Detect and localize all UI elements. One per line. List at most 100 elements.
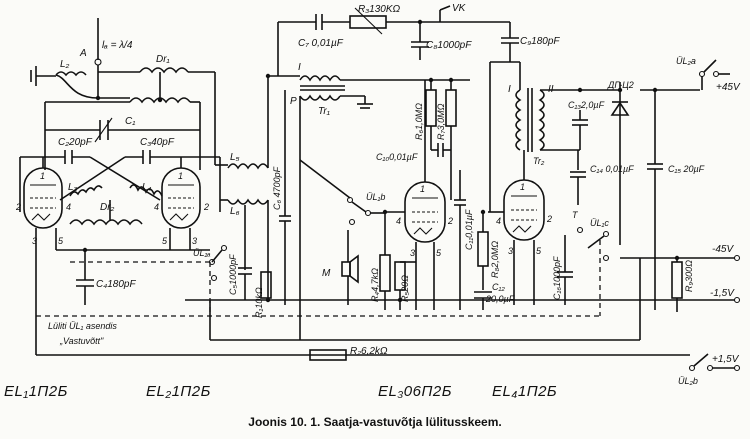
label-C11: C₁₁0,01µF [464,209,474,250]
coil-L4 [129,184,163,197]
switch-UL1c[interactable] [576,226,610,262]
figure-caption: Joonis 10. 1. Saatja-vastuvõtja lülituss… [248,415,501,429]
label-Tr2: Tr₂ [533,156,545,166]
label-C15: C₁₅ 20µF [668,164,705,174]
label-C3: C₃40pF [140,137,175,148]
label-R8: R₈2,0MΩ [490,241,500,278]
switch-UL1a[interactable] [208,244,228,282]
label-C13: C₁₃2,0µF [568,100,605,110]
antenna-formula: lₐ = λ/4 [102,40,133,51]
note-line-2: „Vastuvõtt" [59,336,104,346]
resistor-R2 [309,349,347,361]
label-L2: L₂ [60,59,70,70]
pin-1-el2: 1 [178,171,183,181]
label-C6: C₆ 4700pF [272,166,282,210]
tube-EL1 [23,157,63,250]
junction-dots [82,19,680,303]
pin-2-el2: 2 [203,202,209,212]
antenna-section [30,18,102,99]
label-C16: C₁₆1000pF [552,256,562,300]
pin-3-el1: 3 [32,236,37,246]
left-filament-network [35,249,210,355]
label-L6: L₆ [230,206,240,217]
pin-3-el2: 3 [192,236,197,246]
resistor-R3 [349,15,387,29]
supply-plus15: +1,5V [712,354,740,365]
pin-4-el4: 4 [496,216,501,226]
el3-cathode [379,212,416,310]
label-C5: C₅1000pF [228,254,238,295]
pin-4-el3: 4 [396,216,401,226]
modulator-network [560,82,630,245]
transformer-Tr2 [489,61,580,212]
label-II-tr2: II [548,84,554,95]
label-L5: L₅ [230,152,240,163]
pin-5-el4: 5 [536,246,542,256]
pin-3-el3: 3 [410,248,415,258]
label-L3: L₃ [68,182,78,193]
note-line-1: Lüliti ÜL₁ asendis [48,321,117,331]
coil-L2 [55,71,87,77]
tube-label-EL1: EL₁1П2Б [4,383,68,400]
tube-EL4 [488,150,545,305]
label-UL1a: ÜL₁ₐ [193,248,211,258]
switch-UL2b[interactable] [688,353,741,372]
tube-EL3 [385,80,446,310]
label-C10: C₁₀0,01µF [376,152,418,162]
label-C8: C₈1000pF [426,40,472,51]
label-R5: R₅20Ω [400,275,410,302]
label-R3: R₃130KΩ [358,4,401,15]
label-R9: R₉300Ω [684,260,694,292]
label-Tr1: Tr₁ [318,106,330,117]
pin-2-el4: 2 [546,214,552,224]
supply-minus45: -45V [712,244,734,255]
label-VK: VK [452,3,467,14]
label-C1: C₁ [125,116,135,127]
label-C14: C₁₄ 0,01µF [590,164,634,174]
label-R2: R₂6,2kΩ [350,346,388,357]
label-C7: C₇ 0,01µF [298,38,344,49]
label-C12: C₁₂ [492,282,505,292]
pin-5-el3: 5 [436,248,442,258]
microphone-M [341,230,359,305]
label-C12-value: 20,0µF [485,294,515,304]
pin-1-el4: 1 [520,182,525,192]
label-R6: R₆1,0MΩ [414,103,424,140]
label-C4: C₄180pF [96,279,136,290]
pin-1-el1: 1 [40,171,45,181]
pin-1-el3: 1 [420,184,425,194]
supply-plus45: +45V [716,82,741,93]
top-chain [277,5,519,76]
tube-label-EL4: EL₄1П2Б [492,383,557,400]
label-DG: ДГ-Ц2 [607,80,634,90]
supply-rails [36,240,741,356]
label-L4: L₄ [142,182,152,193]
tube-EL2 [161,157,201,250]
pin-2-el1: 2 [15,202,21,212]
supply-minus15: -1,5V [710,288,735,299]
pin-4-el1: 4 [66,202,71,212]
choke-Dr1 [139,67,189,74]
pin-5-el2: 5 [162,236,168,246]
cross-capacitors [19,150,221,212]
label-UL2a: ÜL₂a [676,56,696,66]
coil-L5 [227,163,269,170]
label-C2: C₂20pF [58,137,93,148]
label-R7: R₇3,0MΩ [436,103,446,140]
switch-UL2a[interactable] [698,59,731,90]
label-M: M [322,268,331,279]
transformer-Tr1 [299,75,400,300]
label-I-tr2: I [508,84,511,95]
label-T: T [572,210,579,220]
pin-2-el3: 2 [447,216,453,226]
pin-3-el4: 3 [508,246,513,256]
pin-4-el2: 4 [154,202,159,212]
tube-label-EL3: EL₃06П2Б [378,383,452,400]
coil-L6 [227,198,269,205]
coil-L3 [69,185,103,197]
label-P: P [290,96,297,107]
coupling-coils [215,75,300,305]
tube-label-EL2: EL₂1П2Б [146,383,211,400]
